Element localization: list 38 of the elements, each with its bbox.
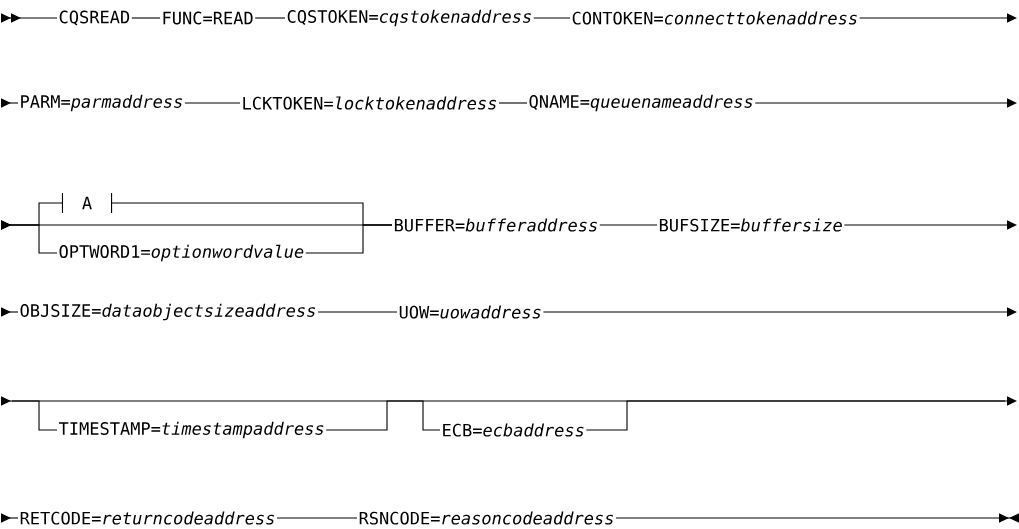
syntax-keyword: RETCODE=returncodeaddress — [20, 511, 275, 525]
connector-line — [325, 400, 441, 431]
syntax-keyword: CONTOKEN=connecttokenaddress — [572, 11, 857, 25]
connector-line — [859, 13, 1017, 23]
syntax-keyword: FUNC=READ — [163, 11, 253, 25]
syntax-keyword: CQSTOKEN=cqstokenaddress — [287, 9, 531, 27]
connector-line — [317, 311, 398, 313]
connector-line — [615, 513, 1019, 523]
syntax-keyword: QNAME=queuenameaddress — [529, 94, 753, 112]
connector-line — [1, 307, 19, 317]
syntax-keyword: BUFSIZE=buffersize — [659, 218, 842, 232]
syntax-keyword: PARM=parmaddress — [21, 94, 182, 112]
connector-line — [131, 17, 161, 19]
fragment-reference: A — [61, 192, 113, 214]
connector-line — [843, 220, 1017, 230]
syntax-keyword: RSNCODE=reasoncodeaddress — [359, 511, 614, 525]
connector-line — [754, 98, 1017, 108]
syntax-keyword: BUFFER=bufferaddress — [394, 218, 597, 232]
connector-line — [542, 307, 1017, 317]
syntax-keyword: ECB=ecbaddress — [443, 423, 584, 437]
connector-line — [1, 513, 19, 523]
connector-line — [533, 17, 571, 19]
connector-line — [276, 517, 358, 519]
syntax-keyword: OPTWORD1=optionwordvalue — [59, 244, 304, 262]
connector-line — [498, 102, 528, 104]
connector-line — [585, 396, 1017, 431]
connector-line — [599, 224, 658, 226]
connector-line — [184, 102, 241, 104]
connector-line — [1, 396, 58, 431]
syntax-keyword: UOW=uowaddress — [399, 305, 541, 319]
syntax-keyword: OBJSIZE=dataobjectsizeaddress — [20, 303, 316, 321]
connector-line — [305, 224, 393, 254]
connector-line — [1, 13, 58, 23]
connector-line — [254, 17, 286, 19]
syntax-keyword: TIMESTAMP=timestampaddress — [58, 421, 324, 439]
syntax-keyword: LCKTOKEN=locktokenaddress — [243, 96, 497, 110]
syntax-keyword: CQSREAD — [59, 10, 130, 26]
connector-line — [1, 98, 19, 108]
